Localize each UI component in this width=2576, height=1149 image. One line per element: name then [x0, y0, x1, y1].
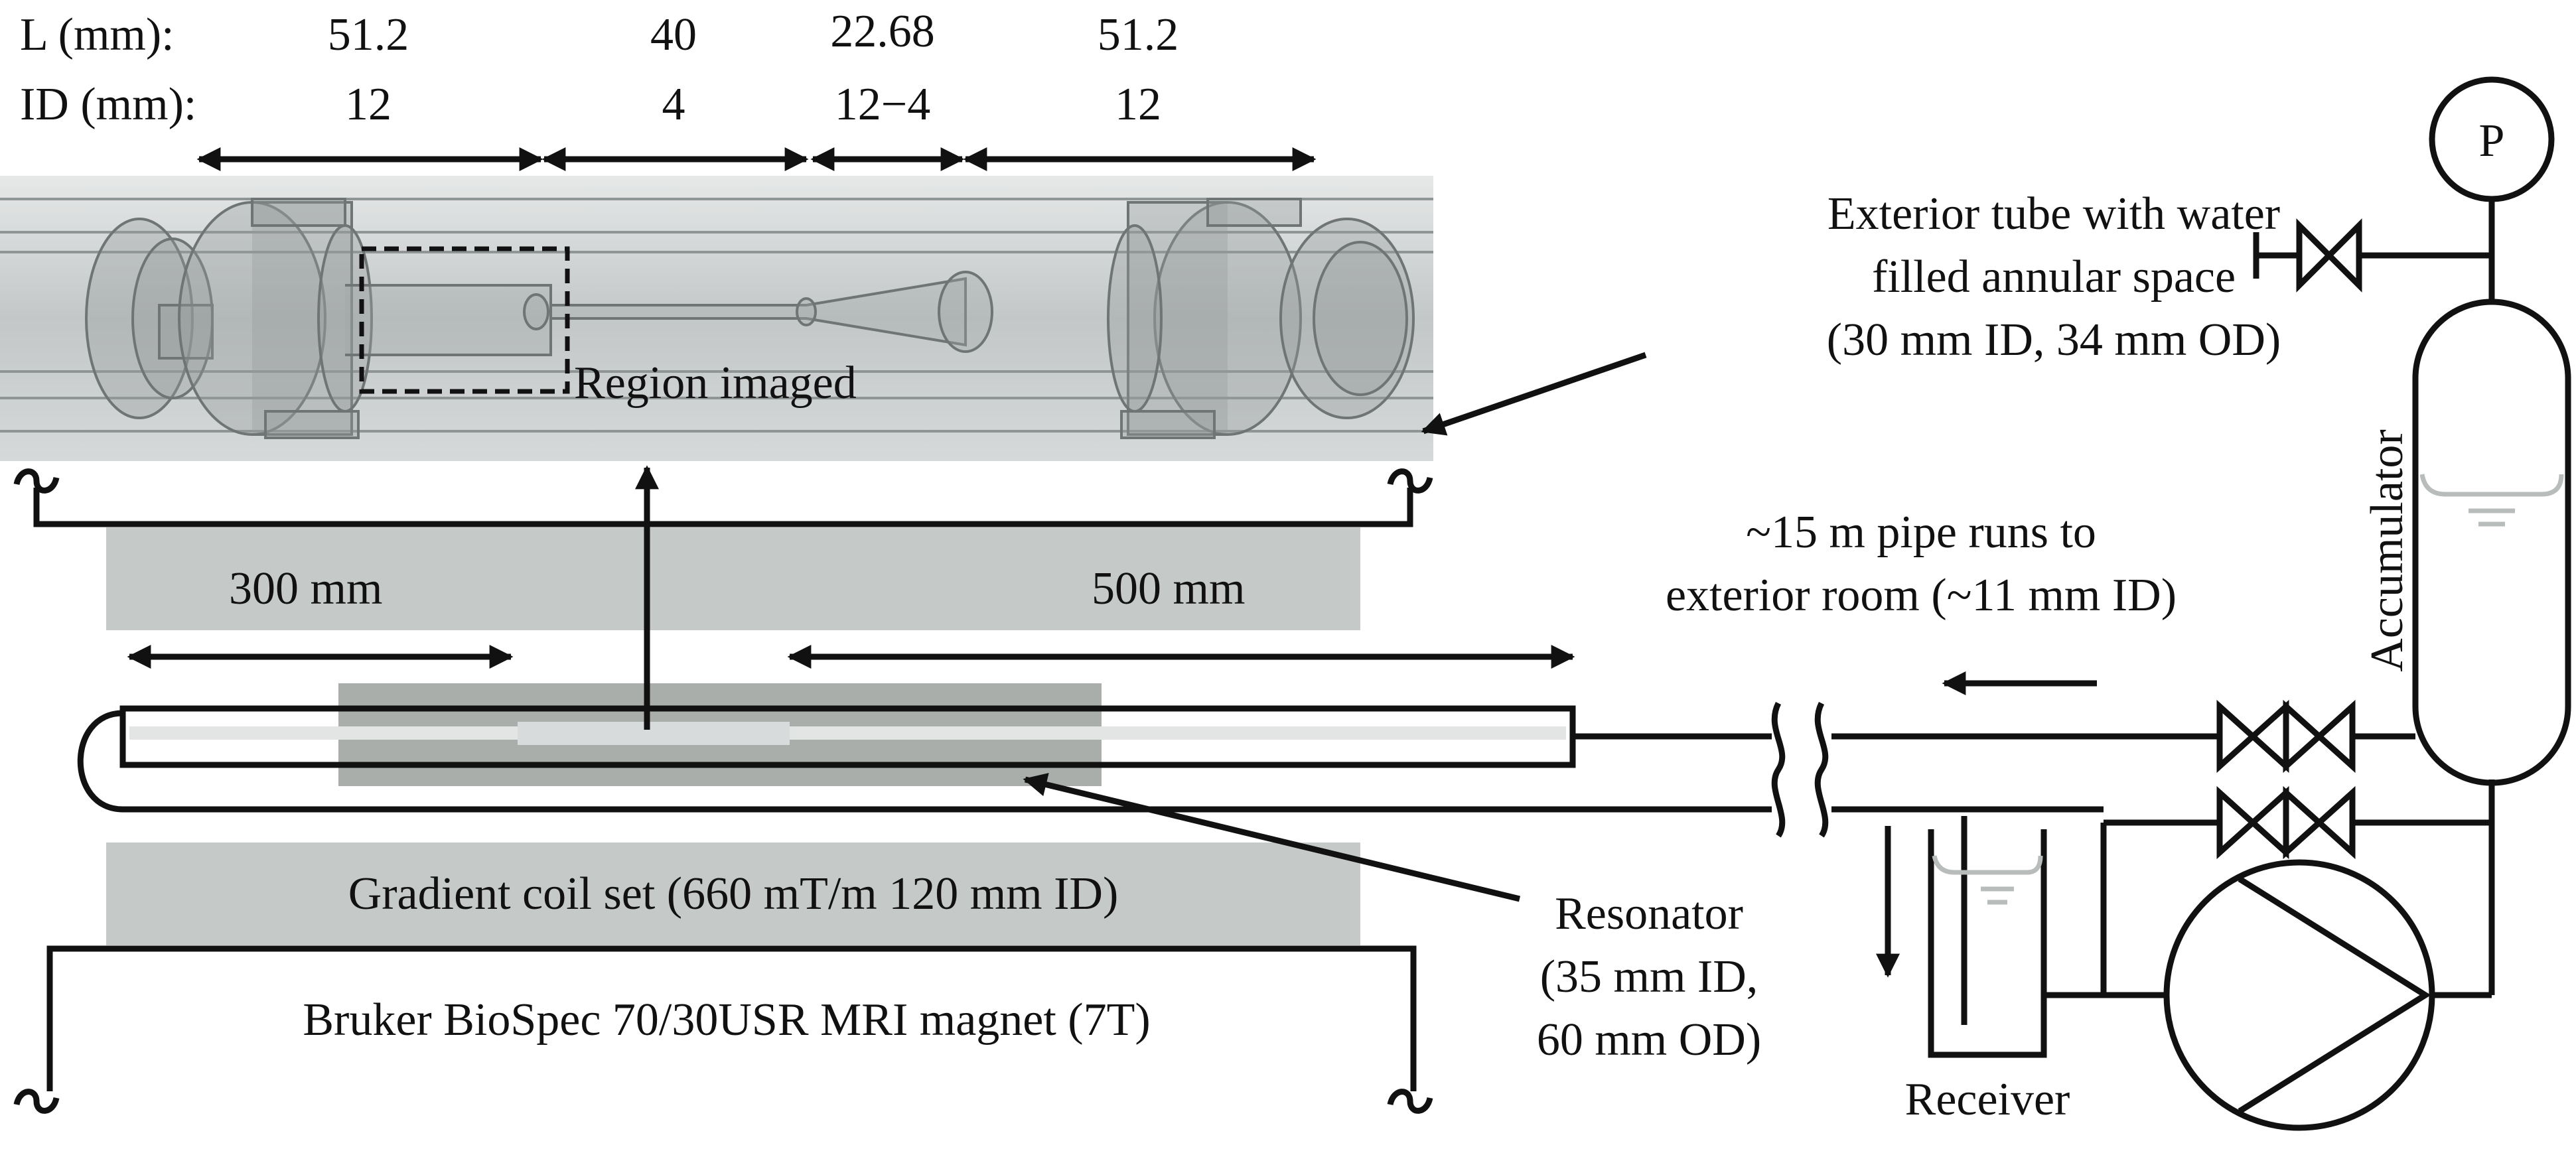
- section-2-id: 4: [662, 79, 685, 130]
- flow-pipe: [77, 701, 2220, 838]
- span-300-label: 300 mm: [229, 563, 382, 614]
- circulation-pump: [2163, 859, 2435, 1131]
- receiver-tank: [1928, 816, 2047, 1058]
- exterior-tube-label-line-1: Exterior tube with water: [1827, 188, 2280, 239]
- return-line: [2044, 733, 2495, 998]
- receiver-label: Receiver: [1905, 1074, 2070, 1125]
- section-1-id: 12: [345, 79, 392, 130]
- exterior-tube-label-line-3: (30 mm ID, 34 mm OD): [1827, 314, 2281, 366]
- bypass-valve: [2216, 785, 2356, 860]
- section-3-id: 12−4: [835, 79, 930, 130]
- vent-valve: [2296, 218, 2362, 293]
- length-row-label: L (mm):: [20, 9, 175, 60]
- pipe-runs-label-line-1: ~15 m pipe runs to: [1746, 507, 2096, 558]
- resonator-label-line-2: (35 mm ID,: [1540, 951, 1758, 1002]
- accumulator-vessel: [2412, 299, 2571, 786]
- section-1-length: 51.2: [328, 9, 409, 60]
- pipe-runs-label-line-2: exterior room (~11 mm ID): [1666, 570, 2177, 621]
- exterior-tube-label-line-2: filled annular space: [1872, 251, 2236, 303]
- pressure-gauge-label: P: [2479, 115, 2505, 167]
- section-4-id: 12: [1115, 79, 1161, 130]
- test-tube-inner-bore: [129, 726, 1566, 740]
- section-2-length: 40: [650, 9, 697, 60]
- gradient-coil-label: Gradient coil set (660 mT/m 120 mm ID): [348, 868, 1119, 919]
- magnet-label: Bruker BioSpec 70/30USR MRI magnet (7T): [303, 994, 1150, 1046]
- id-row-label: ID (mm):: [20, 79, 196, 130]
- gradient-coil-block: [106, 843, 1360, 945]
- test-tube-inside-magnet: [119, 705, 1576, 768]
- accumulator-water-level: [2419, 474, 2564, 527]
- gauge-line: [2253, 199, 2495, 302]
- resonator-label-line-3: 60 mm OD): [1537, 1014, 1761, 1065]
- inlet-valve: [2216, 699, 2356, 774]
- resonator-arrow: [1023, 773, 1521, 902]
- imaged-window: [518, 722, 790, 745]
- accumulator-label: Accumulator: [2362, 429, 2413, 671]
- section-4-length: 51.2: [1098, 9, 1179, 60]
- test-section-support-bracket: [13, 468, 1433, 527]
- section-3-length: 22.68: [830, 6, 935, 57]
- resonator-label-line-1: Resonator: [1555, 888, 1743, 939]
- test-section-render: [0, 176, 1433, 461]
- span-500-label: 500 mm: [1092, 563, 1245, 614]
- exterior-tube-arrow: [1421, 352, 1647, 436]
- region-imaged-label: Region imaged: [574, 358, 857, 409]
- upper-bore-band: [106, 527, 1360, 630]
- receiver-water-level: [1932, 855, 2043, 905]
- imaged-region-box: [359, 246, 570, 394]
- magnet-bracket: [13, 945, 1433, 1114]
